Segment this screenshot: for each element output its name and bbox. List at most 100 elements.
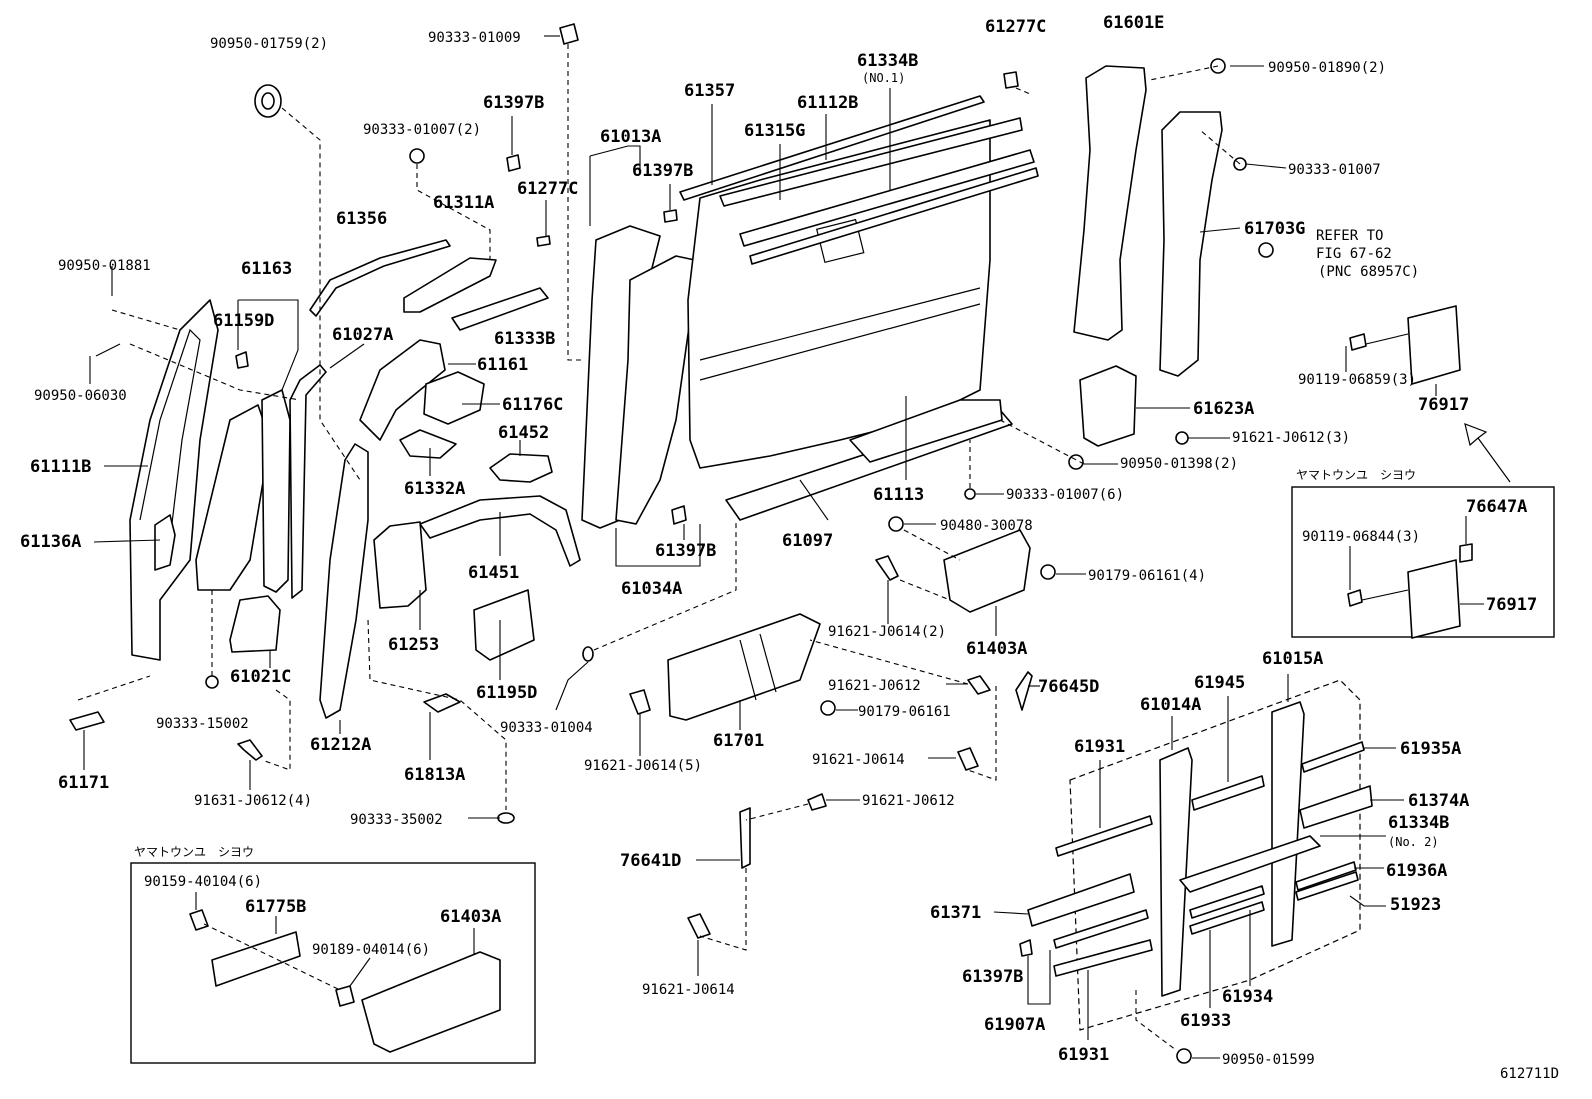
rail-61112B <box>719 117 1023 207</box>
label-61013A: 61013A <box>600 127 661 147</box>
label-61931-a: 61931 <box>1074 737 1125 757</box>
label-61212A: 61212A <box>310 735 371 755</box>
label-90333-01007-6: 90333-01007(6) <box>1006 487 1124 503</box>
label-61397B-c: 61397B <box>655 541 716 561</box>
label-91621-J0614-2: 91621-J0614(2) <box>828 624 946 640</box>
label-61136A: 61136A <box>20 532 81 552</box>
label-90950-01398: 90950-01398(2) <box>1120 456 1238 472</box>
label-61277C-mid: 61277C <box>517 179 578 199</box>
label-61195D: 61195D <box>476 683 537 703</box>
part-shapes <box>69 23 1473 1064</box>
label-61097: 61097 <box>782 531 833 551</box>
label-91621-J0614-b: 91621-J0614 <box>812 752 905 768</box>
label-61277C-top: 61277C <box>985 17 1046 37</box>
label-no1: (NO.1) <box>862 71 905 85</box>
label-61934: 61934 <box>1222 987 1273 1007</box>
screw-icon <box>237 739 263 761</box>
label-pnc: (PNC 68957C) <box>1318 264 1419 280</box>
label-61813A: 61813A <box>404 765 465 785</box>
pillar-61703G <box>1159 111 1223 377</box>
label-76641D: 76641D <box>620 851 681 871</box>
label-fig: FIG 67-62 <box>1316 246 1392 262</box>
label-91621-J0612-a: 91621-J0612 <box>828 678 921 694</box>
label-61112B: 61112B <box>797 93 858 113</box>
pillar-61014A <box>1159 747 1193 997</box>
label-61334B-no1: 61334B <box>857 51 918 71</box>
label-61371: 61371 <box>930 903 981 923</box>
pillar-61601E <box>1073 65 1147 341</box>
label-61451: 61451 <box>468 563 519 583</box>
label-90950-01890: 90950-01890(2) <box>1268 60 1386 76</box>
label-61701: 61701 <box>713 731 764 751</box>
label-61936A: 61936A <box>1386 861 1447 881</box>
pillar-61015A <box>1271 701 1305 947</box>
rail-61356 <box>309 239 451 317</box>
plug-icon <box>559 23 579 45</box>
bracket-61701 <box>667 613 821 721</box>
label-90480-30078: 90480-30078 <box>940 518 1033 534</box>
label-61111B: 61111B <box>30 457 91 477</box>
label-76917-a: 76917 <box>1418 395 1469 415</box>
label-61356: 61356 <box>336 209 387 229</box>
label-61403A-b: 61403A <box>440 907 501 927</box>
bracket-61403A-inset <box>361 951 501 1053</box>
label-61311A: 61311A <box>433 193 494 213</box>
label-51923: 51923 <box>1390 895 1441 915</box>
label-90333-01007-2: 90333-01007(2) <box>363 122 481 138</box>
label-61334B-no2: 61334B <box>1388 813 1449 833</box>
panel-61163 <box>261 389 291 593</box>
label-90119-06844: 90119-06844(3) <box>1302 529 1420 545</box>
label-61397B-b: 61397B <box>632 161 693 181</box>
label-61933: 61933 <box>1180 1011 1231 1031</box>
label-90333-15002: 90333-15002 <box>156 716 249 732</box>
label-61015A: 61015A <box>1262 649 1323 669</box>
diagram-id: 612711D <box>1500 1066 1559 1082</box>
bracket-61403A <box>943 529 1031 613</box>
label-yamato-right: ヤマトウンユ シヨウ <box>1296 468 1416 482</box>
label-61907A: 61907A <box>984 1015 1045 1035</box>
label-90333-01004: 90333-01004 <box>500 720 593 736</box>
label-90179-06161: 90179-06161 <box>858 704 951 720</box>
label-61253: 61253 <box>388 635 439 655</box>
label-61034A: 61034A <box>621 579 682 599</box>
label-61945: 61945 <box>1194 673 1245 693</box>
panel-61111B <box>129 299 219 661</box>
label-61935A: 61935A <box>1400 739 1461 759</box>
label-90333-35002: 90333-35002 <box>350 812 443 828</box>
label-90189-04014: 90189-04014(6) <box>312 942 430 958</box>
label-61931-b: 61931 <box>1058 1045 1109 1065</box>
label-90950-01881: 90950-01881 <box>58 258 151 274</box>
wheel-arch-61451 <box>419 495 581 567</box>
label-76647A: 76647A <box>1466 497 1527 517</box>
label-61163: 61163 <box>241 259 292 279</box>
label-61027A: 61027A <box>332 325 393 345</box>
label-no2: (No. 2) <box>1388 835 1439 849</box>
label-61623A: 61623A <box>1193 399 1254 419</box>
label-61176C: 61176C <box>502 395 563 415</box>
label-76645D: 76645D <box>1038 677 1099 697</box>
label-91621-J0612-3: 91621-J0612(3) <box>1232 430 1350 446</box>
panel-inner-front <box>195 404 271 591</box>
bracket-76641D <box>739 807 751 869</box>
label-61775B: 61775B <box>245 897 306 917</box>
label-61161: 61161 <box>477 355 528 375</box>
label-90333-01007-right: 90333-01007 <box>1288 162 1381 178</box>
label-90179-06161-4: 90179-06161(4) <box>1088 568 1206 584</box>
label-90950-01599: 90950-01599 <box>1222 1052 1315 1068</box>
label-yamato-left: ヤマトウンユ シヨウ <box>134 845 254 859</box>
label-61171: 61171 <box>58 773 109 793</box>
label-61703G: 61703G <box>1244 219 1305 239</box>
label-90950-06030: 90950-06030 <box>34 388 127 404</box>
label-61332A: 61332A <box>404 479 465 499</box>
mud-flap-76917 <box>1407 305 1461 385</box>
label-61397B-a: 61397B <box>483 93 544 113</box>
label-90950-01759: 90950-01759(2) <box>210 36 328 52</box>
rail-61334B-no1 <box>739 149 1035 247</box>
inset-box-yamato-left <box>130 862 536 1064</box>
label-61021C: 61021C <box>230 667 291 687</box>
label-61333B: 61333B <box>494 329 555 349</box>
inset-box-yamato-right <box>1291 486 1555 638</box>
label-90119-06859: 90119-06859(3) <box>1298 372 1416 388</box>
